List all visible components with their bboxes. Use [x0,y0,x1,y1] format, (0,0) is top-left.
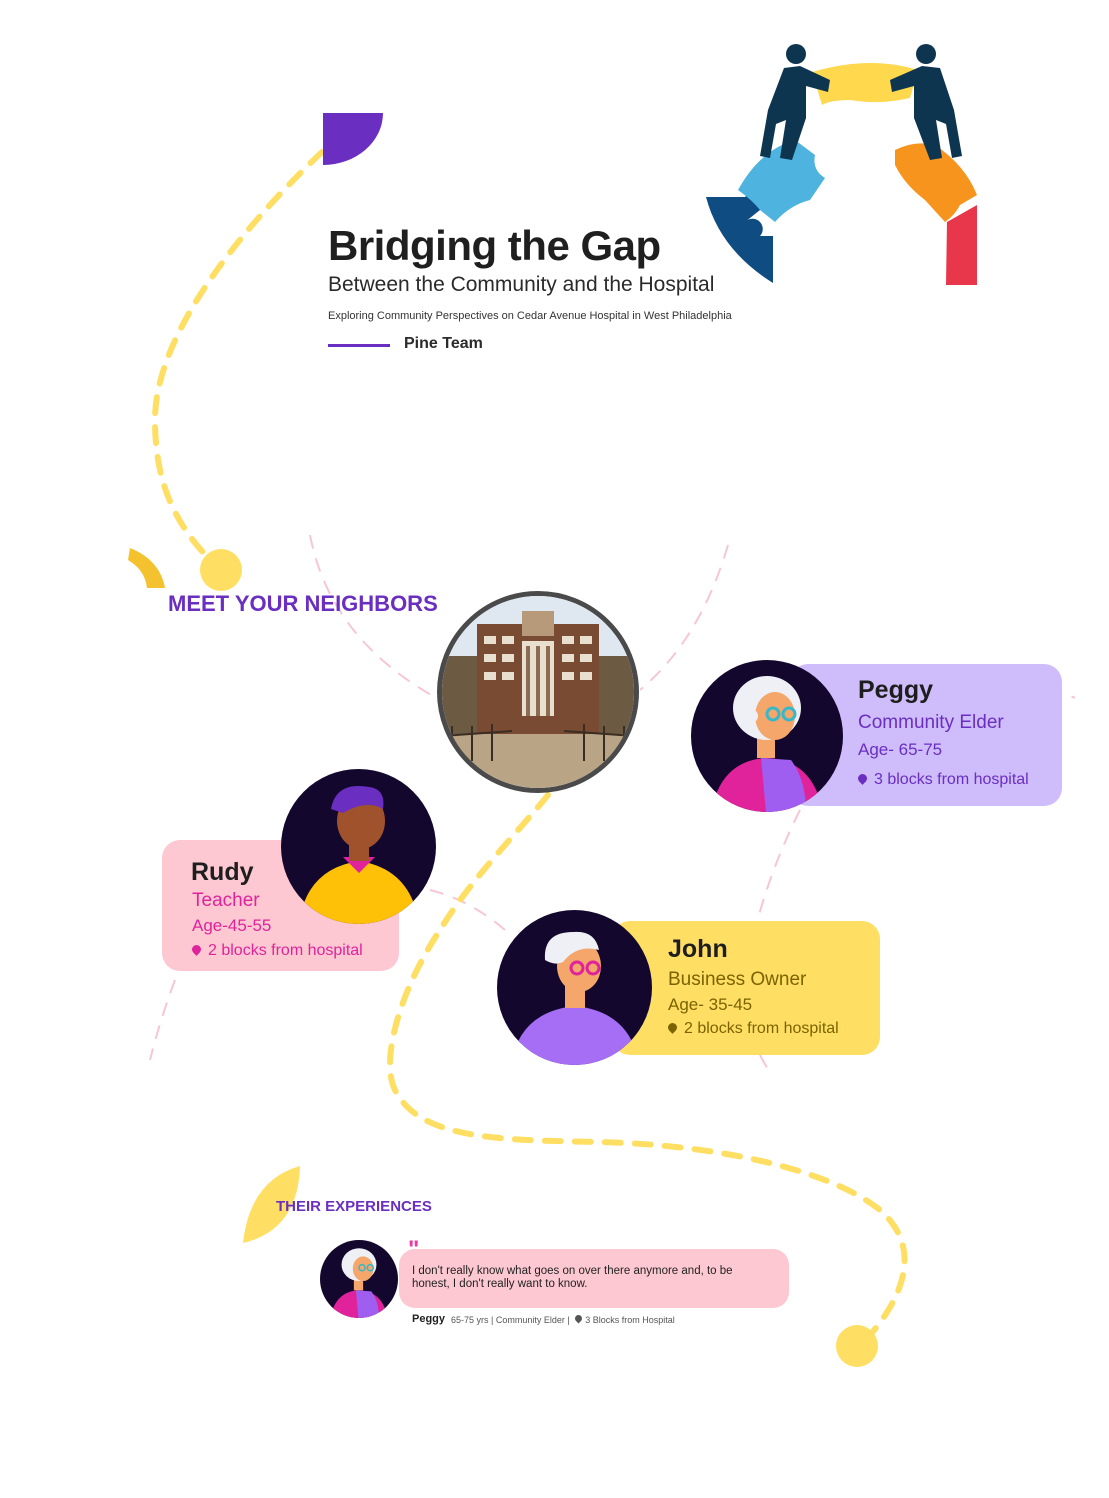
distance-text: 2 blocks from hospital [208,942,363,959]
distance-text: 3 blocks from hospital [874,771,1029,788]
quote-bubble [399,1249,789,1308]
quote-distance: 3 Blocks from Hospital [585,1315,675,1325]
page-subtitle: Between the Community and the Hospital [328,273,715,296]
quote-meta: 65-75 yrs | Community Elder | 3 Blocks f… [451,1313,675,1325]
yellow-leaf-shape [243,1166,300,1243]
path-dot-start [200,549,242,591]
page-tagline: Exploring Community Perspectives on Ceda… [328,310,732,322]
neighbor-distance: 2 blocks from hospital [666,1020,839,1038]
hospital-photo [437,591,639,793]
neighbor-distance: 2 blocks from hospital [190,942,363,960]
location-pin-icon [573,1313,584,1324]
distance-text: 2 blocks from hospital [684,1020,839,1037]
neighbor-role: Business Owner [668,969,807,990]
neighbor-age: Age- 35-45 [668,995,753,1014]
neighbor-name: John [668,935,728,963]
quote-text: I don't really know what goes on over th… [412,1265,733,1290]
neighbor-age: Age- 65-75 [858,740,943,759]
path-dot-end [836,1325,878,1367]
neighbor-name: Peggy [858,676,934,704]
quote-avatar [320,1240,398,1318]
yellow-arc-shape [128,548,165,588]
neighbor-role: Teacher [192,890,260,911]
location-pin-icon [666,1021,679,1034]
puzzle-people-icon [706,44,977,285]
quote-author: Peggy [412,1313,446,1325]
quote-meta-text: 65-75 yrs | Community Elder | [451,1315,570,1325]
location-pin-icon [190,943,203,956]
team-name: Pine Team [404,335,483,352]
location-pin-icon [856,772,869,785]
meet-neighbors-heading: MEET YOUR NEIGHBORS [168,591,438,616]
experiences-heading: THEIR EXPERIENCES [276,1198,432,1215]
page-title: Bridging the Gap [328,222,661,269]
quote-mark-icon: " [408,1236,420,1263]
team-divider [328,344,390,347]
purple-quarter-shape [323,113,383,165]
neighbor-name: Rudy [191,858,254,886]
john-avatar [497,910,652,1065]
neighbor-age: Age-45-55 [192,916,272,935]
peggy-avatar [691,660,843,812]
rudy-avatar [281,769,436,924]
journey-path [151,149,908,1338]
neighbor-role: Community Elder [858,712,1004,733]
neighbor-card-john: John Business Owner Age- 35-45 2 blocks … [612,921,880,1055]
neighbor-distance: 3 blocks from hospital [856,771,1029,789]
